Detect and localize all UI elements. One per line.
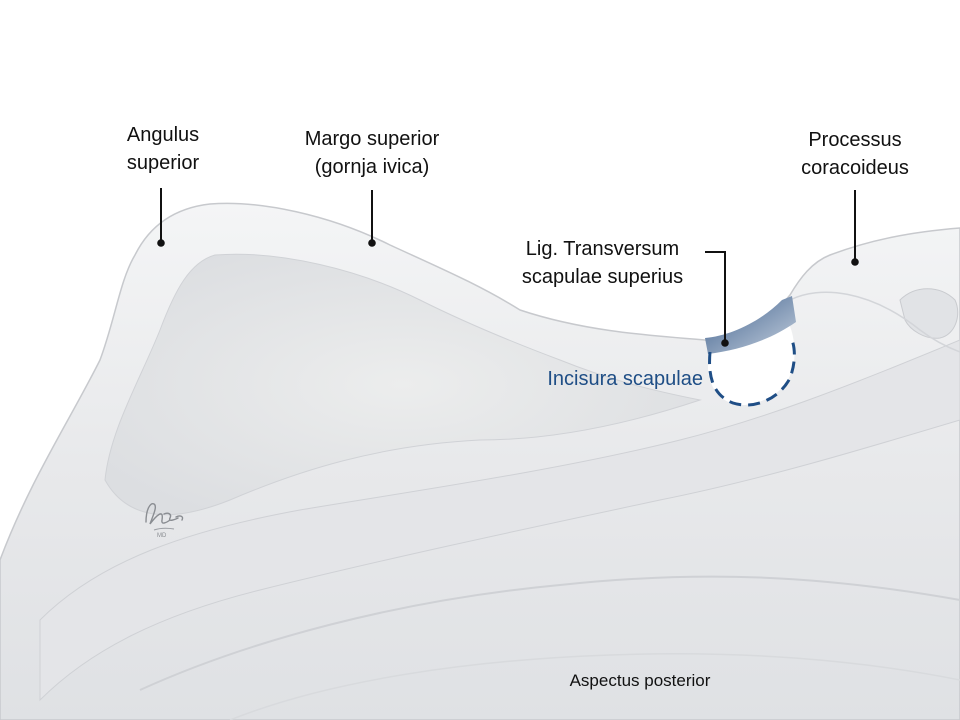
- lower-contour-2: [229, 652, 960, 720]
- label-line: scapulae superius: [521, 266, 684, 288]
- label-incisura-scapulae: Incisura scapulae: [547, 368, 703, 390]
- coracoid-ridge: [789, 291, 960, 353]
- label-line: superior: [126, 152, 200, 174]
- leader-lines: [160, 188, 856, 343]
- incisura-outline: [708, 339, 796, 407]
- ligament-band: [705, 296, 796, 354]
- label-line: Margo superior: [304, 128, 440, 150]
- supraspinous-fossa: [104, 253, 702, 516]
- notch-opening: [708, 318, 795, 406]
- label-lig-transversum: Lig. Transversum scapulae superius: [500, 235, 705, 291]
- leader-dots: [157, 239, 859, 347]
- label-processus-coracoideus: Processus coracoideus: [780, 126, 930, 182]
- label-line: coracoideus: [801, 157, 909, 179]
- label-aspectus-posterior: Aspectus posterior: [569, 671, 711, 690]
- label-line: Processus: [808, 129, 902, 151]
- label-margo-superior: Margo superior (gornja ivica): [272, 125, 472, 181]
- lower-contour: [139, 575, 960, 691]
- label-line: Angulus: [126, 124, 200, 146]
- spina-scapulae: [39, 339, 960, 702]
- label-line: Lig. Transversum: [525, 238, 680, 260]
- label-angulus-superior: Angulus superior: [98, 121, 228, 177]
- svg-text:MD: MD: [157, 533, 167, 539]
- label-line: (gornja ivica): [314, 156, 430, 178]
- artist-signature: MD: [145, 503, 184, 539]
